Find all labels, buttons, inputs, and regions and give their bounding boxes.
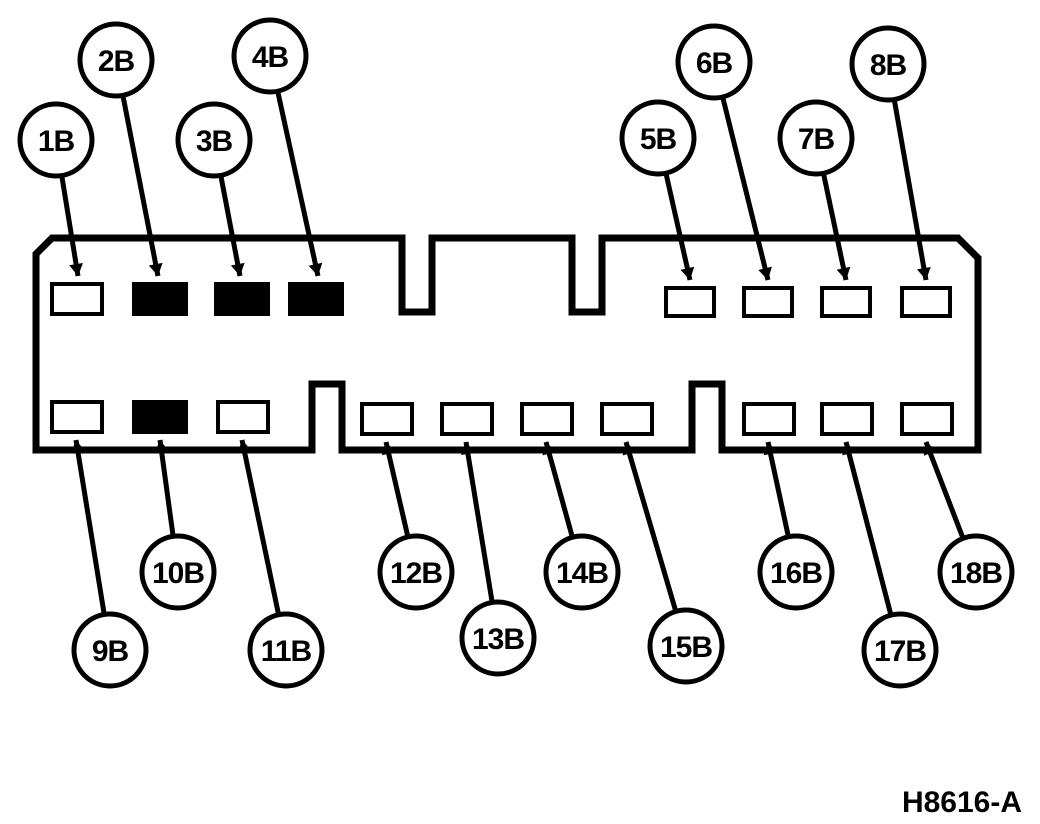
- callout-label-9b: 9B: [92, 635, 129, 668]
- callout-circle-7b: [777, 99, 855, 177]
- callout-circle-2b: [77, 21, 155, 99]
- leader-line-3b: [218, 174, 243, 277]
- callout-label-11b: 11B: [261, 635, 312, 668]
- leader-arrow-10b: [154, 440, 169, 453]
- callout-circle-5b: [619, 99, 697, 177]
- leader-arrow-9b: [71, 440, 85, 453]
- callout-label-2b: 2B: [98, 45, 135, 78]
- terminal-1b: [50, 282, 104, 316]
- terminal-10b: [132, 400, 188, 434]
- leader-arrow-11b: [237, 440, 252, 454]
- leader-arrow-14b: [542, 442, 556, 456]
- terminal-14b: [520, 402, 574, 436]
- terminal-13b: [440, 402, 494, 436]
- callout-label-5b: 5B: [640, 123, 677, 156]
- leader-line-7b: [820, 172, 849, 281]
- terminal-8b: [900, 286, 952, 318]
- leader-line-5b: [663, 172, 693, 281]
- leader-arrow-17b: [842, 442, 856, 456]
- leader-line-8b: [891, 99, 929, 281]
- callout-circle-1b: [17, 101, 95, 179]
- callout-label-16b: 16B: [770, 557, 822, 590]
- leader-line-2b: [120, 94, 161, 277]
- callout-label-17b: 17B: [874, 635, 926, 668]
- leader-arrow-1b: [69, 263, 83, 276]
- callouts: 1B 2B 3B 4B 5B 6B 7B 8B 9B 10B 11B 12B 13B 14B 15B 16B 1…: [17, 17, 1015, 689]
- callout-circle-16b: [757, 533, 835, 611]
- callout-label-3b: 3B: [196, 125, 233, 158]
- terminal-5b: [664, 286, 716, 318]
- callout-label-12b: 12B: [390, 557, 442, 590]
- terminal-3b: [214, 282, 270, 316]
- leader-lines: [59, 90, 966, 616]
- callout-circle-14b: [543, 533, 621, 611]
- callout-label-6b: 6B: [696, 47, 733, 80]
- connector-housing-outline: [32, 234, 982, 454]
- terminal-9b: [50, 400, 104, 434]
- terminal-17b: [820, 402, 874, 436]
- leader-line-4b: [275, 90, 321, 277]
- leader-line-16b: [765, 441, 791, 538]
- leader-arrow-7b: [836, 266, 851, 280]
- callout-label-8b: 8B: [870, 49, 907, 82]
- leader-line-18b: [923, 441, 966, 540]
- callout-label-4b: 4B: [252, 41, 289, 74]
- leader-arrow-4b: [308, 262, 323, 276]
- callout-circle-13b: [459, 599, 537, 677]
- leader-arrow-18b: [923, 442, 937, 456]
- callout-circle-12b: [377, 533, 455, 611]
- callout-label-1b: 1B: [38, 125, 75, 158]
- leader-arrow-12b: [381, 442, 396, 456]
- callout-circle-3b: [175, 101, 253, 179]
- callout-circle-17b: [861, 611, 939, 689]
- callout-circle-8b: [849, 25, 927, 103]
- leader-line-10b: [157, 439, 176, 537]
- callout-label-7b: 7B: [798, 123, 835, 156]
- callout-label-15b: 15B: [660, 631, 712, 664]
- callout-circle-18b: [937, 533, 1015, 611]
- leader-line-11b: [239, 439, 282, 616]
- leader-arrow-13b: [461, 442, 475, 455]
- leader-arrow-6b: [758, 266, 772, 280]
- callout-label-13b: 13B: [472, 623, 524, 656]
- leader-line-15b: [623, 441, 679, 613]
- terminal-7b: [820, 286, 872, 318]
- leader-arrow-8b: [917, 266, 931, 280]
- terminal-2b: [132, 282, 188, 316]
- callout-circle-4b: [231, 17, 309, 95]
- callout-circle-11b: [247, 611, 325, 689]
- leader-arrow-5b: [680, 266, 695, 280]
- leader-line-13b: [463, 441, 495, 603]
- callout-circle-15b: [647, 607, 725, 685]
- terminal-15b: [600, 402, 654, 436]
- callout-label-18b: 18B: [950, 557, 1002, 590]
- terminals: [50, 282, 954, 436]
- callout-label-10b: 10B: [152, 557, 204, 590]
- leader-line-1b: [59, 175, 81, 277]
- terminal-4b: [288, 282, 344, 316]
- leader-line-9b: [73, 439, 107, 615]
- callout-label-14b: 14B: [556, 557, 608, 590]
- terminal-6b: [742, 286, 794, 318]
- terminal-11b: [216, 400, 270, 434]
- figure-id-label: H8616-A: [902, 786, 1022, 819]
- leader-arrow-16b: [763, 442, 778, 456]
- leader-line-12b: [383, 441, 411, 538]
- callout-circle-6b: [675, 23, 753, 101]
- leader-arrow-3b: [230, 262, 245, 276]
- leader-line-17b: [843, 441, 894, 616]
- leader-arrow-15b: [622, 442, 637, 456]
- terminal-12b: [360, 402, 414, 436]
- terminal-16b: [742, 402, 796, 436]
- callout-circle-10b: [139, 533, 217, 611]
- callout-circle-9b: [71, 611, 149, 689]
- leader-line-14b: [543, 441, 575, 538]
- terminal-18b: [900, 402, 954, 436]
- leader-line-6b: [720, 96, 771, 281]
- leader-arrow-2b: [148, 262, 163, 276]
